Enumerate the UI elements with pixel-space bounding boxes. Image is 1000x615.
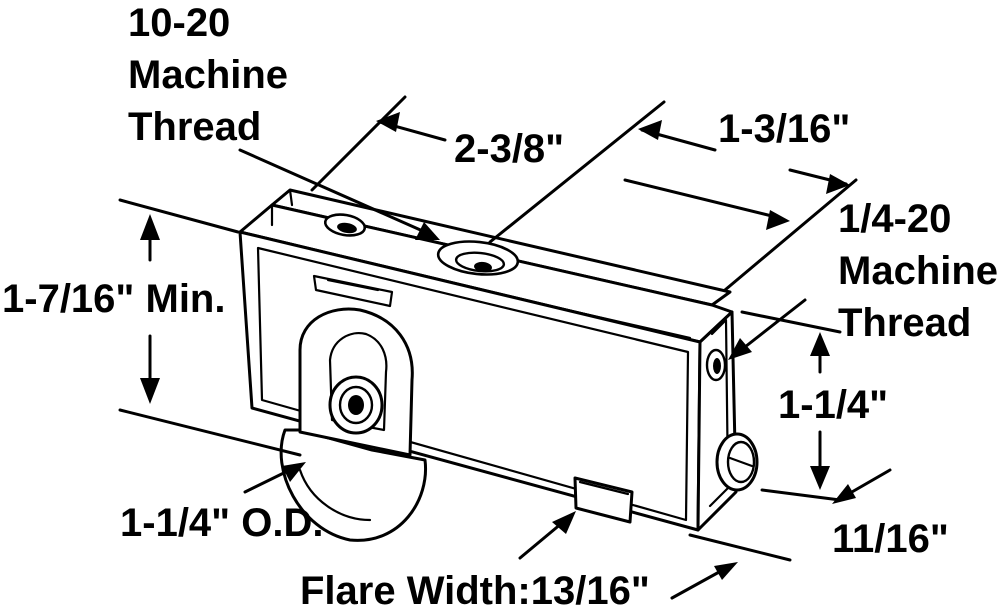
thread-1-4-20-label-line3: Thread (838, 301, 971, 345)
bottom-flare-tab (573, 476, 634, 524)
top-threaded-hole (436, 240, 520, 276)
thread-1-4-20-leader (734, 298, 807, 356)
height-extension-top (740, 310, 842, 334)
rear-top-hole (323, 213, 367, 237)
arrowhead-icon (638, 120, 662, 140)
axle-bushing (328, 375, 384, 435)
roller-wheel (279, 428, 428, 542)
wheel-od-label: 1-1/4" O.D. (120, 501, 323, 545)
length-label: 2-3/8" (454, 127, 564, 171)
arrowhead-icon (140, 378, 160, 404)
arrowhead-icon (766, 210, 790, 230)
thread-1-4-20-label-line2: Machine (838, 249, 998, 293)
height-min-label: 1-7/16" Min. (2, 277, 225, 321)
arrowhead-icon (728, 338, 752, 360)
depth-extension-top (723, 178, 858, 292)
width-extension-bottom (688, 533, 792, 562)
length-extension-left (310, 95, 407, 192)
thread-10-20-label-line2: Machine (128, 53, 288, 97)
arrowhead-icon (282, 462, 306, 482)
arrowhead-icon (415, 222, 440, 240)
top-length-line (623, 178, 782, 220)
arrowhead-icon (714, 562, 738, 580)
arrowhead-icon (376, 112, 400, 132)
arrowhead-icon (552, 511, 576, 534)
thread-10-20-leader (238, 148, 427, 234)
height-label: 1-1/4" (778, 383, 888, 427)
depth-label: 1-3/16" (718, 107, 850, 151)
length-extension-right (488, 100, 666, 244)
arrowhead-icon (832, 484, 856, 504)
thread-10-20-label-line1: 10-20 (128, 1, 230, 45)
arrowhead-icon (810, 466, 830, 490)
adjustment-screw (715, 432, 759, 492)
arrowhead-icon (810, 332, 830, 356)
thread-10-20-label-line3: Thread (128, 105, 261, 149)
height-extension-bottom (760, 488, 842, 502)
flare-width-label: Flare Width:13/16" (300, 569, 650, 613)
arrowhead-icon (826, 174, 850, 194)
arrowhead-icon (140, 214, 160, 240)
height-min-extension-top (118, 198, 240, 234)
tab-slot (312, 274, 394, 308)
width-label: 11/16" (832, 517, 949, 561)
height-min-extension-bottom (118, 408, 302, 457)
side-threaded-hole (705, 348, 727, 382)
thread-1-4-20-label-line1: 1/4-20 (838, 197, 951, 241)
